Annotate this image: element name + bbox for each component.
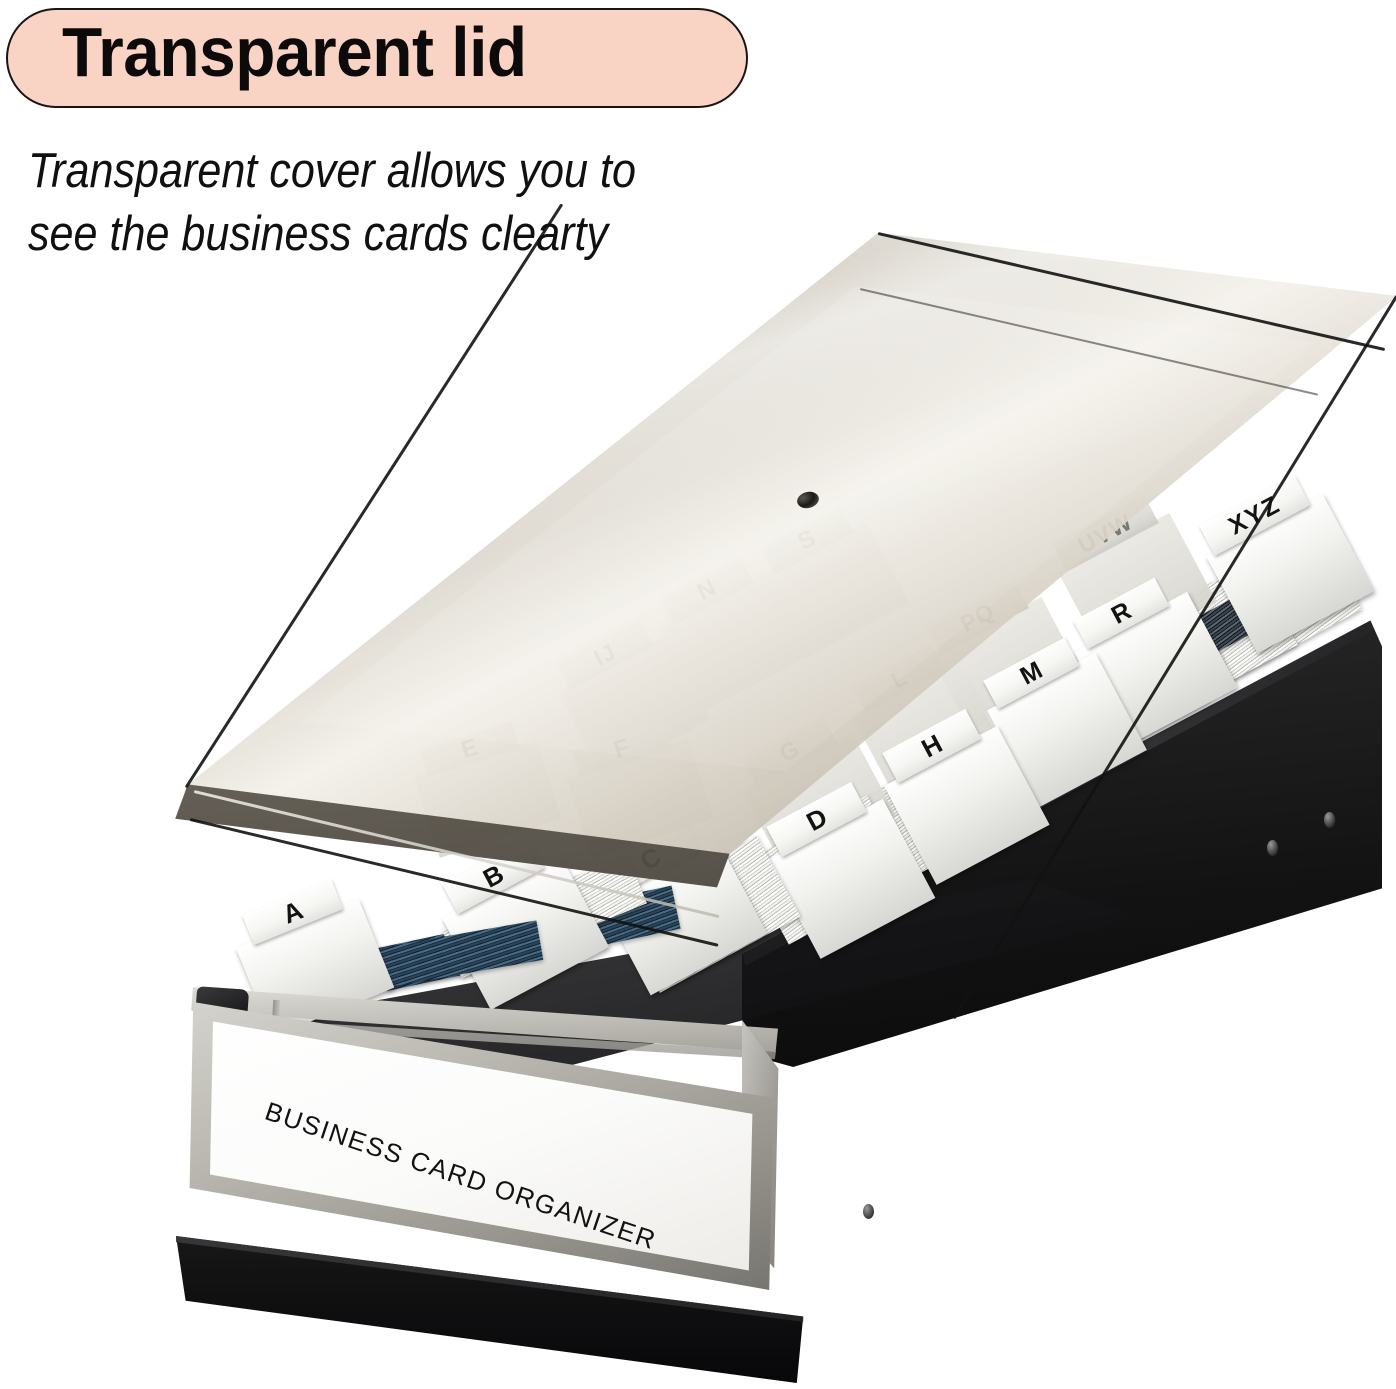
subtitle-line-2: see the business cards clearty (28, 206, 609, 261)
divider-tab-label: A (278, 894, 307, 930)
base-rivet (1267, 840, 1278, 855)
base-rivet (863, 1204, 874, 1219)
headline-badge (6, 8, 748, 108)
lid-highlight-sheen (187, 232, 1396, 854)
headline-title: Transparent lid (62, 13, 527, 91)
transparent-lid (150, 203, 1396, 1020)
subtitle-line-1: Transparent cover allows you to (28, 144, 636, 198)
subtitle-block: Transparent cover allows you to see the … (28, 140, 785, 265)
base-rivet (1324, 812, 1335, 827)
